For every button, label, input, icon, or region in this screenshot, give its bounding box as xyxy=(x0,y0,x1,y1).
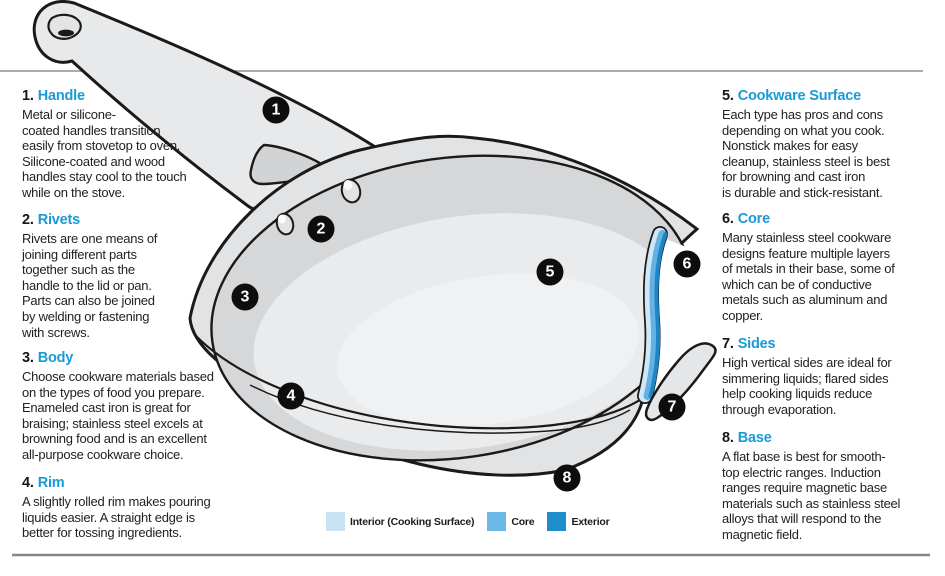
legend-label-exterior: Exterior xyxy=(571,515,610,528)
section-cookware-surface: 5.Cookware Surface Each type has pros an… xyxy=(722,88,937,201)
section-body: A flat base is best for smooth-top elect… xyxy=(722,449,901,542)
section-title: Base xyxy=(737,430,772,446)
section-heading: 1.Handle xyxy=(22,88,212,104)
legend-swatch-interior xyxy=(326,512,345,531)
marker-7: 7 xyxy=(658,393,686,421)
legend-label-core: Core xyxy=(511,515,535,528)
section-rim: 4.Rim A slightly rolled rim makes pourin… xyxy=(22,475,247,541)
section-title: Core xyxy=(737,211,770,227)
marker-3: 3 xyxy=(231,283,259,311)
rivet-icon xyxy=(275,212,295,236)
section-heading: 4.Rim xyxy=(22,475,247,491)
section-sides: 7.Sides High vertical sides are ideal fo… xyxy=(722,336,937,417)
handle-hole-shadow xyxy=(58,29,74,37)
cooking-surface-highlight xyxy=(337,273,639,427)
legend: Interior (Cooking Surface) Core Exterior xyxy=(326,512,610,531)
section-heading: 8.Base xyxy=(722,430,937,446)
section-number: 5. xyxy=(722,88,734,104)
legend-label-interior: Interior (Cooking Surface) xyxy=(350,515,475,528)
marker-1: 1 xyxy=(262,96,290,124)
section-number: 2. xyxy=(22,212,34,228)
section-title: Body xyxy=(37,350,74,366)
marker-2: 2 xyxy=(307,215,335,243)
marker-8: 8 xyxy=(553,464,581,492)
rim-front-edge xyxy=(195,335,644,430)
section-heading: 3.Body xyxy=(22,350,247,366)
section-title: Cookware Surface xyxy=(737,88,862,104)
marker-5: 5 xyxy=(536,258,564,286)
section-handle: 1.Handle Metal or silicone-coated handle… xyxy=(22,88,212,201)
section-number: 3. xyxy=(22,350,34,366)
section-number: 8. xyxy=(722,430,734,446)
section-number: 4. xyxy=(22,475,34,491)
legend-swatch-exterior xyxy=(547,512,567,531)
rim-front-edge-inner xyxy=(249,384,631,434)
section-base: 8.Base A flat base is best for smooth-to… xyxy=(722,430,937,543)
section-title: Sides xyxy=(737,336,776,352)
rivet-icon xyxy=(340,178,362,204)
cutaway-notch xyxy=(646,236,736,400)
section-title: Rim xyxy=(37,475,65,491)
section-number: 6. xyxy=(722,211,734,227)
section-title: Rivets xyxy=(37,212,81,228)
section-title: Handle xyxy=(37,88,85,104)
section-heading: 2.Rivets xyxy=(22,212,212,228)
section-number: 1. xyxy=(22,88,34,104)
cutaway-core-band xyxy=(637,226,668,404)
section-heading: 6.Core xyxy=(722,211,937,227)
marker-4: 4 xyxy=(277,382,305,410)
marker-6: 6 xyxy=(673,250,701,278)
section-heading: 7.Sides xyxy=(722,336,937,352)
section-body: Metal or silicone-coated handles transit… xyxy=(22,107,187,200)
section-heading: 5.Cookware Surface xyxy=(722,88,937,104)
legend-swatch-core xyxy=(487,512,507,531)
section-number: 7. xyxy=(722,336,734,352)
